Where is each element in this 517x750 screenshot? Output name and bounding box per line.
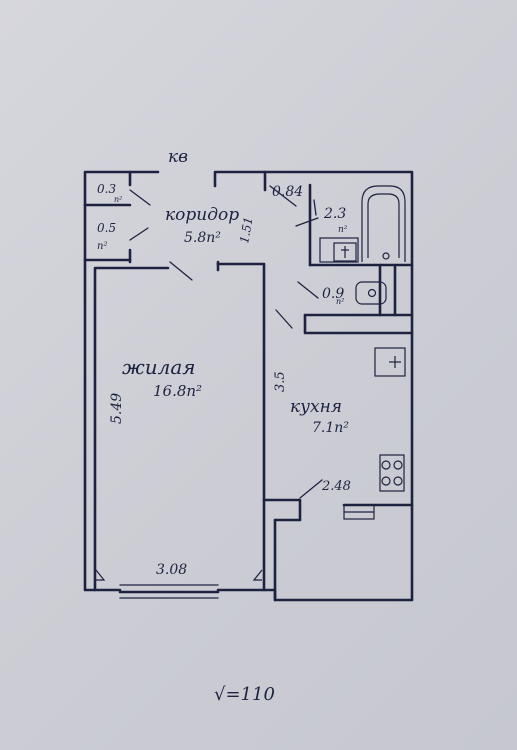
- bath-area: 2.3: [323, 206, 346, 222]
- balcony-partition: [262, 498, 414, 602]
- living-height-dimension: 5.49: [109, 393, 125, 424]
- corridor-area: 5.8п²: [184, 230, 221, 246]
- closet1-unit: п²: [114, 195, 122, 204]
- scale-label: √=110: [214, 684, 275, 705]
- bath-width-dimension: 0.84: [272, 184, 303, 200]
- closet-walls: [83, 170, 151, 264]
- kitchen-fixtures: [299, 347, 406, 499]
- bathroom-fixtures: [319, 185, 406, 305]
- closet2-area: 0.5: [97, 221, 116, 235]
- corridor-gap-dimension: 1.51: [237, 216, 255, 245]
- kitchen-name: кухня: [290, 397, 342, 417]
- partition-walls: [263, 170, 414, 335]
- closet2-unit: п²: [97, 241, 107, 252]
- entrance-label: кв: [168, 147, 188, 167]
- corridor-name: коридор: [165, 205, 239, 225]
- bath-unit: п²: [338, 225, 348, 235]
- living-room-walls: [93, 260, 266, 592]
- kitchen-height-dimension: 3.5: [273, 371, 288, 392]
- living-width-dimension: 3.08: [156, 562, 187, 578]
- toilet-unit: п²: [336, 297, 344, 306]
- kitchen-area: 7.1п²: [312, 420, 349, 436]
- kitchen-width-dimension: 2.48: [321, 479, 351, 494]
- living-room-name: жилая: [122, 355, 196, 379]
- toilet-area: 0.9: [322, 286, 344, 302]
- living-room-area: 16.8п²: [153, 382, 202, 400]
- closet1-area: 0.3: [97, 182, 116, 196]
